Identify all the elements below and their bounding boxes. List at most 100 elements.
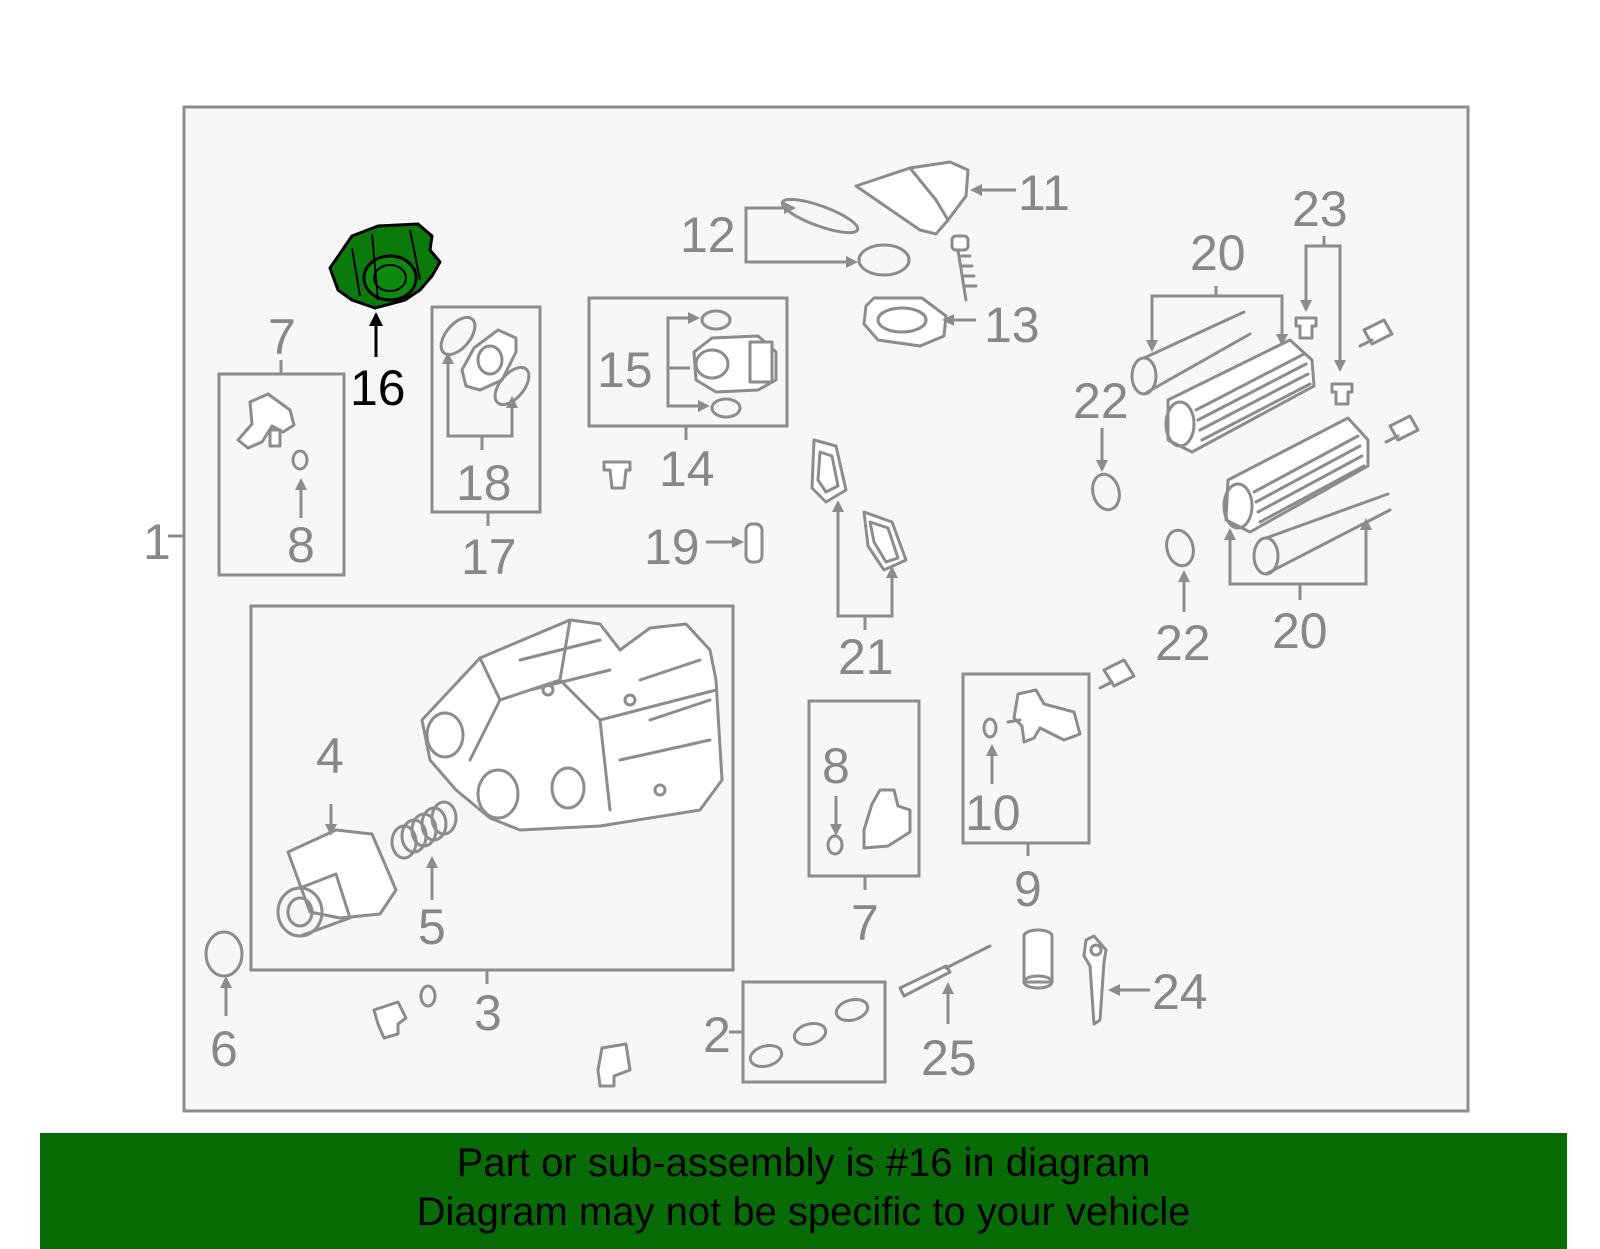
arrow-22b [1178, 570, 1190, 582]
part-gasket-15b[interactable] [710, 397, 742, 419]
part-16-highlighted[interactable] [328, 222, 442, 310]
callout-16: 16 [350, 360, 406, 416]
arrow-20c [1224, 528, 1236, 540]
part-plug-23b[interactable] [1330, 382, 1354, 406]
arrow-20b [1276, 334, 1288, 346]
part-oring-22b[interactable] [1163, 527, 1197, 569]
arrow-21b [886, 566, 898, 578]
arrow-21a [832, 500, 844, 512]
part-fitting-bottom[interactable] [596, 1042, 632, 1088]
callout-3: 3 [474, 985, 502, 1041]
arrow-19 [732, 536, 744, 548]
callout-9: 9 [1014, 861, 1042, 917]
part-gasket-2b[interactable] [792, 1020, 828, 1048]
part-gasket-21b[interactable] [862, 510, 908, 572]
arrow-12a [784, 202, 796, 214]
arrow-23b [1334, 360, 1346, 372]
part-cooler-upper[interactable] [1164, 338, 1316, 454]
part-gasket-12b[interactable] [857, 243, 911, 277]
callout-8-left: 8 [287, 517, 315, 573]
arrow-6 [220, 976, 232, 988]
callout-20-top: 20 [1190, 225, 1246, 281]
arrow-8-middle [830, 824, 842, 836]
arrow-15b [698, 400, 710, 412]
part-oring-8-left[interactable] [291, 449, 309, 471]
arrow-18a [442, 352, 454, 364]
callout-2: 2 [703, 1007, 731, 1063]
part-bracket-24[interactable] [1082, 934, 1108, 1026]
callout-22-top: 22 [1073, 373, 1129, 429]
group-box-3 [249, 604, 735, 972]
arrow-24 [1108, 984, 1120, 996]
callout-24: 24 [1152, 964, 1208, 1020]
part-oring-22a[interactable] [1089, 471, 1123, 513]
part-plug-bottom[interactable] [372, 1000, 408, 1040]
part-gasket-21a[interactable] [810, 438, 848, 504]
callout-21: 21 [838, 629, 894, 685]
part-flange-17[interactable] [460, 328, 518, 392]
callout-4: 4 [316, 728, 344, 784]
part-bolt-13[interactable] [950, 234, 978, 302]
callout-15: 15 [597, 342, 653, 398]
part-plug-small[interactable] [602, 460, 632, 490]
callout-13: 13 [984, 297, 1040, 353]
info-banner: Part or sub-assembly is #16 in diagram D… [40, 1133, 1567, 1249]
part-elbow-11[interactable] [854, 160, 970, 236]
part-cooler-lower[interactable] [1222, 416, 1370, 534]
part-oring-8-middle[interactable] [826, 834, 844, 856]
part-oring-bottom[interactable] [419, 984, 437, 1008]
part-oring-10[interactable] [982, 717, 998, 739]
arrow-20a [1146, 340, 1158, 352]
part-bushing[interactable] [1022, 928, 1054, 990]
callout-7-left: 7 [268, 309, 296, 365]
part-sensor-left[interactable] [236, 392, 296, 450]
part-gasket-18a[interactable] [435, 311, 482, 360]
callout-20-bottom: 20 [1272, 603, 1328, 659]
callout-11: 11 [1018, 165, 1070, 221]
callout-18: 18 [456, 455, 512, 511]
part-bolt-right-b[interactable] [1384, 414, 1420, 444]
callout-14: 14 [659, 441, 715, 497]
part-gasket-12a[interactable] [779, 193, 861, 239]
part-plug-23a[interactable] [1294, 316, 1318, 340]
callout-12: 12 [680, 207, 736, 263]
arrow-23a [1300, 300, 1312, 312]
part-gasket-2a[interactable] [748, 1042, 784, 1070]
banner-line-2: Diagram may not be specific to your vehi… [416, 1190, 1191, 1234]
part-throttle-body-15[interactable] [692, 334, 778, 394]
part-bolt-right-a[interactable] [1358, 318, 1394, 348]
arrow-11 [970, 184, 982, 196]
arrow-4 [325, 824, 337, 836]
arrow-8-left [295, 478, 307, 490]
part-sensor-middle[interactable] [862, 788, 912, 850]
leader-18 [446, 360, 514, 438]
arrow-5 [426, 856, 438, 868]
leader-20-bottom [1228, 528, 1368, 586]
arrow-25 [942, 982, 954, 994]
callout-22-bottom: 22 [1155, 615, 1211, 671]
callout-7-middle: 7 [851, 895, 879, 951]
part-supercharger-housing[interactable] [420, 618, 724, 832]
part-bolt-mid[interactable] [1098, 658, 1136, 690]
group-box-9 [961, 672, 1091, 845]
part-coupler-5[interactable] [390, 800, 458, 860]
part-tube-20a[interactable] [1130, 310, 1252, 396]
part-dipstick-25[interactable] [898, 944, 992, 998]
part-flange-13[interactable] [862, 296, 948, 348]
part-sleeve-19[interactable] [744, 522, 764, 564]
callout-10: 10 [965, 785, 1021, 841]
arrow-18b [506, 396, 518, 408]
callout-25: 25 [921, 1030, 977, 1086]
part-gasket-18b[interactable] [489, 361, 536, 410]
arrow-12b [846, 256, 858, 268]
leader-15 [666, 316, 700, 408]
arrow-10 [986, 744, 998, 756]
part-gasket-2c[interactable] [834, 996, 870, 1024]
callout-23: 23 [1292, 181, 1348, 237]
part-seal-6[interactable] [204, 930, 244, 978]
part-pulley-4[interactable] [276, 828, 398, 938]
arrow-20d [1360, 518, 1372, 530]
part-sensor-9[interactable] [1006, 688, 1082, 744]
part-tube-20b[interactable] [1252, 492, 1392, 576]
part-gasket-15a[interactable] [700, 309, 732, 331]
